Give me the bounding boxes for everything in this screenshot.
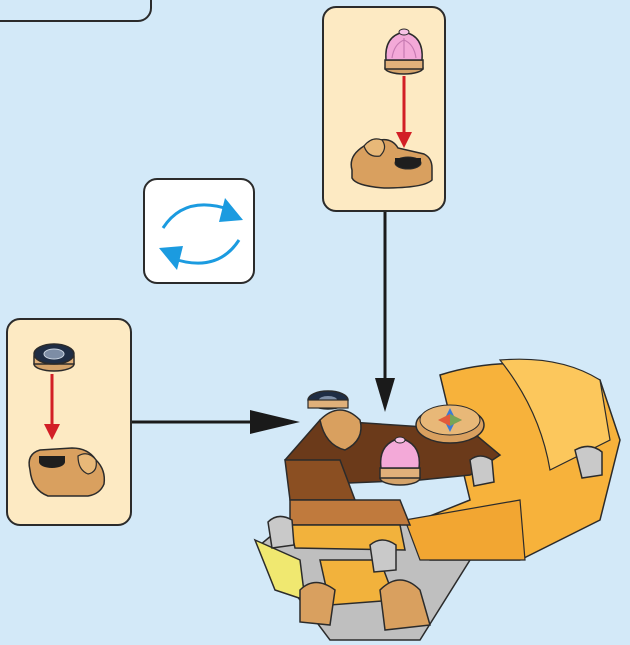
model-compass-tile <box>416 405 484 443</box>
